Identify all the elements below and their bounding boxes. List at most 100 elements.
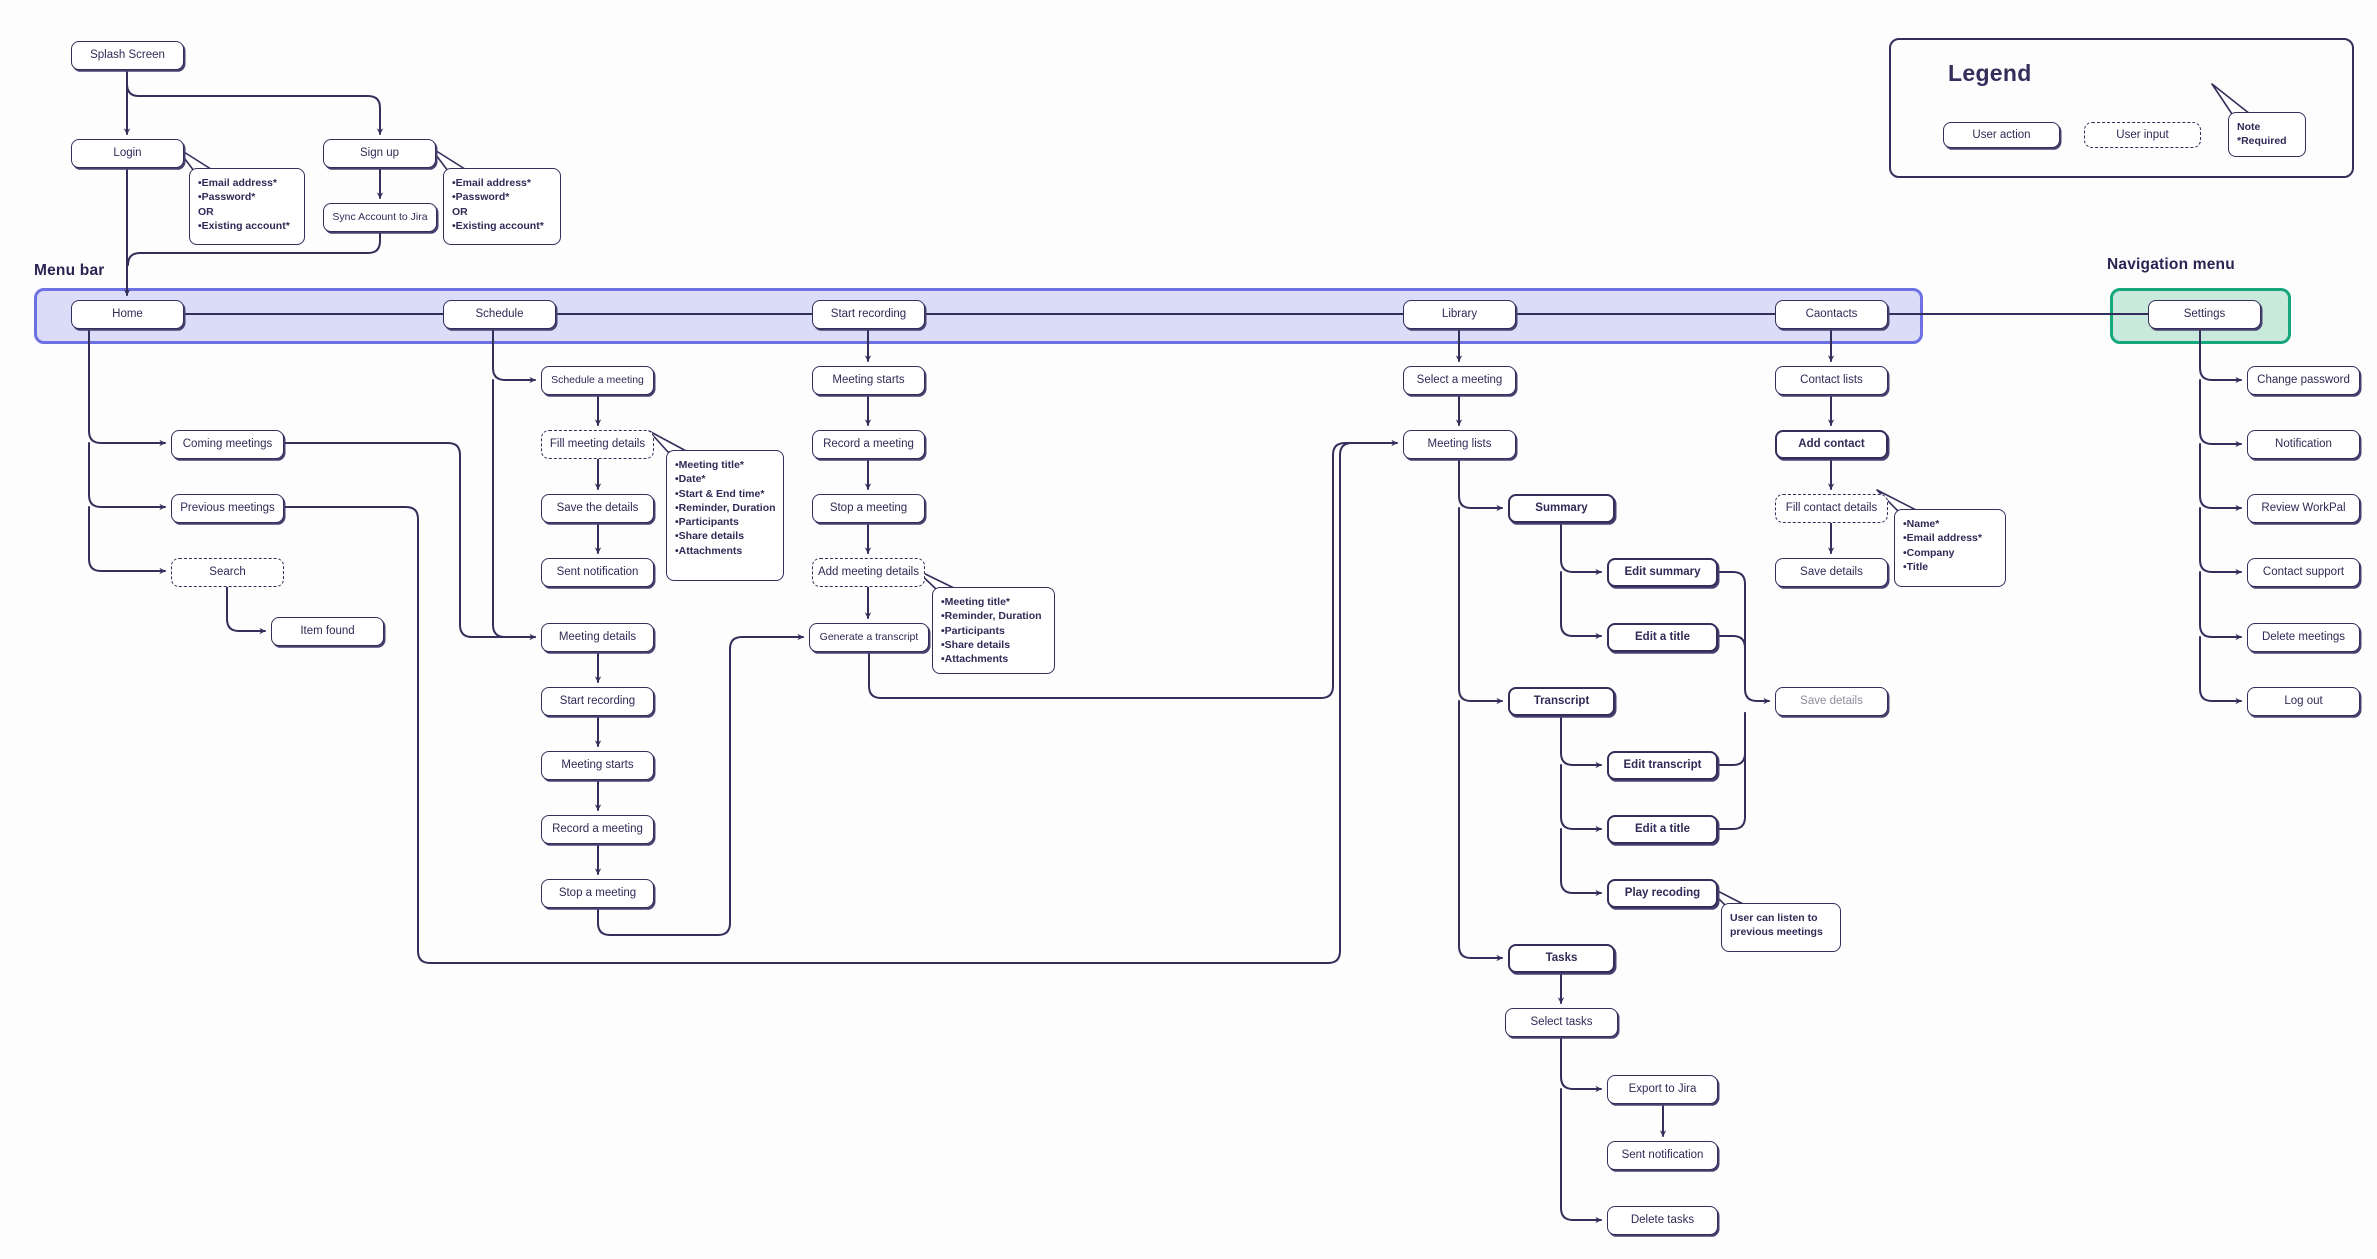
flow-node-delete-tasks[interactable]: Delete tasks xyxy=(1607,1206,1718,1235)
flow-connector xyxy=(1717,635,1746,690)
note-line: •Password* xyxy=(452,191,510,204)
flow-connector xyxy=(2199,379,2242,448)
note-line: OR xyxy=(452,205,468,218)
flow-node-login[interactable]: Login xyxy=(71,139,184,168)
flow-connector xyxy=(1458,700,1503,962)
flow-connector xyxy=(2199,571,2242,641)
flow-node-review-workpal[interactable]: Review WorkPal xyxy=(2247,494,2360,523)
flow-node-label: Record a meeting xyxy=(552,823,643,836)
flow-node-edit-transcript[interactable]: Edit transcript xyxy=(1607,751,1718,780)
flow-node-meeting-details[interactable]: Meeting details xyxy=(541,623,654,652)
flow-node-stop-a-meeting-flow[interactable]: Stop a meeting xyxy=(541,879,654,908)
flow-node-sent-notification-schedule[interactable]: Sent notification xyxy=(541,558,654,587)
flow-node-coming-meetings[interactable]: Coming meetings xyxy=(171,430,284,459)
flow-node-sign-up[interactable]: Sign up xyxy=(323,139,436,168)
flow-node-save-details-contact[interactable]: Save details xyxy=(1775,558,1888,587)
flow-connector xyxy=(1560,571,1602,640)
flow-node-meeting-starts[interactable]: Meeting starts xyxy=(812,366,925,395)
flow-node-label: Generate a transcript xyxy=(819,630,919,643)
flow-node-save-the-details[interactable]: Save the details xyxy=(541,494,654,523)
flow-node-schedule-a-meeting[interactable]: Schedule a meeting xyxy=(541,366,654,395)
flow-node-menu-schedule[interactable]: Schedule xyxy=(443,300,556,329)
flow-node-edit-a-title-transcript[interactable]: Edit a title xyxy=(1607,815,1718,844)
flow-connector xyxy=(1560,764,1602,833)
flow-node-record-a-meeting[interactable]: Record a meeting xyxy=(812,430,925,459)
flow-node-contact-support[interactable]: Contact support xyxy=(2247,558,2360,587)
flow-node-splash-screen[interactable]: Splash Screen xyxy=(71,41,184,70)
flow-node-menu-settings[interactable]: Settings xyxy=(2148,300,2261,329)
flow-node-label: Edit a title xyxy=(1635,823,1690,836)
flow-node-contact-lists[interactable]: Contact lists xyxy=(1775,366,1888,395)
flow-node-notification[interactable]: Notification xyxy=(2247,430,2360,459)
flow-node-legend-user-action[interactable]: User action xyxy=(1943,122,2060,148)
contact-fields-note[interactable]: •Name*•Email address*•Company•Title xyxy=(1894,509,2006,587)
flow-node-menu-start-recording[interactable]: Start recording xyxy=(812,300,925,329)
flow-node-fill-contact-details[interactable]: Fill contact details xyxy=(1775,494,1888,523)
flow-node-save-details-library[interactable]: Save details xyxy=(1775,687,1888,716)
flow-node-label: User action xyxy=(1972,128,2031,141)
flow-node-label: Splash Screen xyxy=(90,49,165,62)
note-line: •Email address* xyxy=(1903,532,1982,545)
flow-node-start-recording-flow[interactable]: Start recording xyxy=(541,687,654,716)
flow-node-generate-a-transcript[interactable]: Generate a transcript xyxy=(809,623,929,652)
flow-node-search[interactable]: Search xyxy=(171,558,284,587)
flow-connector xyxy=(492,379,536,641)
flow-node-play-recoding[interactable]: Play recoding xyxy=(1607,879,1718,908)
legend-note-tail xyxy=(2211,83,2251,115)
flow-node-menu-home[interactable]: Home xyxy=(71,300,184,329)
flow-node-transcript[interactable]: Transcript xyxy=(1508,687,1615,716)
flow-node-fill-meeting-details[interactable]: Fill meeting details xyxy=(541,430,654,459)
meeting-fields-note[interactable]: •Meeting title*•Date*•Start & End time*•… xyxy=(666,450,784,581)
flow-node-label: Select a meeting xyxy=(1416,374,1503,387)
flow-node-label: Save the details xyxy=(556,502,639,515)
note-line: •Date* xyxy=(675,473,706,486)
flow-node-previous-meetings[interactable]: Previous meetings xyxy=(171,494,284,523)
flow-node-select-a-meeting[interactable]: Select a meeting xyxy=(1403,366,1516,395)
flow-node-legend-user-input[interactable]: User input xyxy=(2084,122,2201,148)
flow-node-export-to-jira[interactable]: Export to Jira xyxy=(1607,1075,1718,1104)
flow-node-meeting-starts-flow[interactable]: Meeting starts xyxy=(541,751,654,780)
flow-node-sync-account-to-jira[interactable]: Sync Account to Jira xyxy=(323,203,437,232)
note-line: •Title xyxy=(1903,560,1929,573)
signup-fields-note[interactable]: •Email address*•Password*OR•Existing acc… xyxy=(443,168,561,245)
flow-node-tasks[interactable]: Tasks xyxy=(1508,944,1615,973)
flow-node-edit-summary[interactable]: Edit summary xyxy=(1607,558,1718,587)
legend-note[interactable]: Note*Required xyxy=(2228,112,2306,157)
flow-node-summary[interactable]: Summary xyxy=(1508,494,1615,523)
login-fields-note[interactable]: •Email address*•Password*OR•Existing acc… xyxy=(189,168,305,245)
flow-node-delete-meetings[interactable]: Delete meetings xyxy=(2247,623,2360,652)
flow-node-item-found[interactable]: Item found xyxy=(271,617,384,646)
flow-node-menu-library[interactable]: Library xyxy=(1403,300,1516,329)
flow-node-add-meeting-details[interactable]: Add meeting details xyxy=(812,558,925,587)
flow-connector xyxy=(88,328,166,447)
flow-node-label: Tasks xyxy=(1545,952,1578,965)
note-line: •Share details xyxy=(675,530,745,543)
flow-node-label: Review WorkPal xyxy=(2261,502,2346,515)
meeting-fields-note-tail xyxy=(648,430,689,453)
note-line: •Name* xyxy=(1903,518,1940,530)
flow-node-label: Sync Account to Jira xyxy=(332,210,428,223)
flow-node-label: Sent notification xyxy=(556,566,639,579)
flow-node-meeting-lists[interactable]: Meeting lists xyxy=(1403,430,1516,459)
flow-node-stop-a-meeting[interactable]: Stop a meeting xyxy=(812,494,925,523)
flow-node-sent-notification-tasks[interactable]: Sent notification xyxy=(1607,1141,1718,1170)
flow-node-log-out[interactable]: Log out xyxy=(2247,687,2360,716)
flow-connector xyxy=(1717,571,1770,705)
note-line: •Existing account* xyxy=(452,219,544,232)
flow-node-select-tasks[interactable]: Select tasks xyxy=(1505,1008,1618,1037)
flow-node-record-a-meeting-flow[interactable]: Record a meeting xyxy=(541,815,654,844)
flow-connector xyxy=(597,633,804,936)
flow-connector xyxy=(88,506,166,575)
flow-connector xyxy=(1560,1088,1602,1224)
flow-node-label: Home xyxy=(112,308,143,321)
flow-node-label: Stop a meeting xyxy=(829,502,908,515)
flow-node-menu-contacts[interactable]: Caontacts xyxy=(1775,300,1888,329)
menu-bar-container[interactable] xyxy=(34,288,1923,344)
flow-node-add-contact[interactable]: Add contact xyxy=(1775,430,1888,459)
flow-connector xyxy=(2199,507,2242,576)
recording-fields-note[interactable]: •Meeting title*•Reminder, Duration•Parti… xyxy=(932,587,1055,675)
flow-node-change-password[interactable]: Change password xyxy=(2247,366,2360,395)
flow-node-edit-a-title-summary[interactable]: Edit a title xyxy=(1607,623,1718,652)
